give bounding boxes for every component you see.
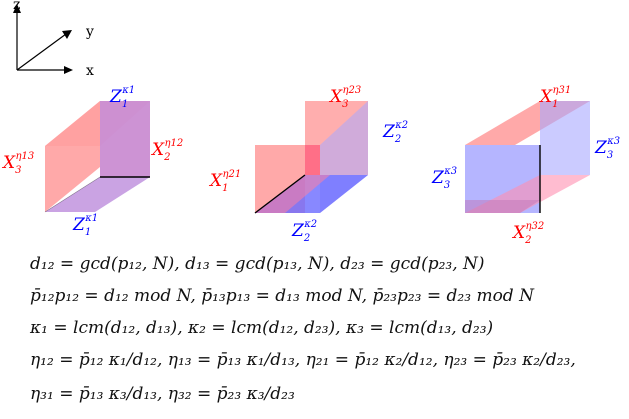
equation-lcm: κ₁ = lcm(d₁₂, d₁₃), κ₂ = lcm(d₁₂, d₂₃), … xyxy=(30,318,494,338)
lattice-boxes-figure: z y x xyxy=(1,0,620,246)
equation-eta-1: η₁₂ = p̄₁₂ κ₁/d₁₂, η₁₃ = p̄₁₃ κ₁/d₁₃, η₂… xyxy=(30,350,576,370)
box3-label-top: X1η31 xyxy=(538,85,571,110)
box2-label-right: Z2κ2 xyxy=(382,120,408,145)
box-1 xyxy=(44,101,150,213)
y-axis-label: y xyxy=(85,24,94,40)
box-3 xyxy=(465,101,590,213)
x-axis-label: x xyxy=(86,63,94,79)
box2-label-left: X1η21 xyxy=(208,169,241,194)
equation-eta-2: η₃₁ = p̄₁₃ κ₃/d₁₃, η₃₂ = p̄₂₃ κ₃/d₂₃ xyxy=(30,384,295,404)
box1-label-left: X3η13 xyxy=(1,151,34,176)
box3-label-right: Z3κ3 xyxy=(594,136,620,161)
equation-mod: p̄₁₂p₁₂ = d₁₂ mod N, p̄₁₃p₁₃ = d₁₃ mod N… xyxy=(30,286,534,306)
box3-label-bottom: X2η32 xyxy=(511,221,544,246)
box1-label-right: X2η12 xyxy=(150,138,183,163)
z-axis-label: z xyxy=(13,0,20,13)
axis-indicator: z y x xyxy=(13,0,94,79)
box2-label-top: X3η23 xyxy=(328,85,361,110)
box3-label-left: Z3κ3 xyxy=(431,166,457,191)
box1-label-top: Z1κ1 xyxy=(109,85,135,110)
box-2 xyxy=(254,101,368,214)
box2-label-bottom: Z2κ2 xyxy=(291,219,317,244)
box1-label-bottom: Z1κ1 xyxy=(72,213,98,238)
equation-gcd: d₁₂ = gcd(p₁₂, N), d₁₃ = gcd(p₁₃, N), d₂… xyxy=(30,254,485,274)
